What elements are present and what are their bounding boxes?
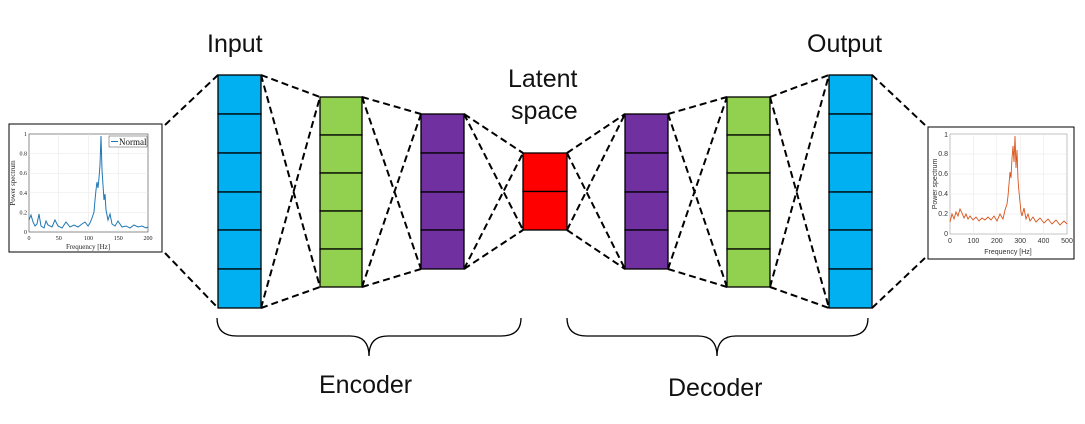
output-xtick: 0 (948, 238, 952, 245)
input-xtick: 0 (28, 236, 31, 242)
decoder-brace (566, 317, 869, 357)
input-ytick: 0.8 (20, 152, 28, 158)
output-ytick: 1 (944, 132, 948, 139)
latent-space-label-line1: Latent (508, 65, 578, 93)
output-label: Output (807, 30, 883, 58)
input-label: Input (207, 30, 263, 58)
input-ytick: 0.4 (20, 191, 28, 197)
encoder-brace (216, 317, 522, 357)
input-spectrum-plot: Normal 0 50 100 150 200 0 0.2 0.4 0.6 0.… (8, 123, 163, 253)
output-xtick: 100 (968, 238, 980, 245)
input-ytick: 1 (24, 132, 27, 138)
encoder-label: Encoder (319, 371, 413, 399)
input-spectrum-line (28, 135, 149, 229)
output-ylabel: Power spectrum (932, 159, 939, 210)
output-spectrum-plot: 0 100 200 300 400 500 0 0.2 0.4 0.6 0.8 … (927, 126, 1075, 260)
encoder-hidden-layer-1 (319, 96, 363, 288)
output-layer (828, 74, 873, 309)
output-xtick: 200 (991, 238, 1003, 245)
input-legend-label: Normal (119, 137, 147, 147)
output-xtick: 400 (1038, 238, 1050, 245)
decoder-label: Decoder (668, 374, 763, 402)
output-spectrum-line (949, 135, 1068, 226)
input-xtick: 150 (114, 236, 123, 242)
output-ytick: 0.4 (938, 191, 948, 198)
input-ytick: 0.2 (20, 210, 28, 216)
output-xtick: 500 (1061, 238, 1073, 245)
output-ytick: 0.2 (938, 211, 948, 218)
decoder-hidden-layer-1 (624, 113, 669, 270)
latent-space-label-line2: space (511, 97, 578, 125)
input-layer (217, 74, 262, 309)
input-ylabel: Power spectrum (9, 160, 17, 206)
output-ytick: 0 (944, 231, 948, 238)
encoder-hidden-layer-2 (420, 113, 465, 270)
output-xlabel: Frequency [Hz] (984, 249, 1032, 256)
input-xlabel: Frequency [Hz] (66, 243, 110, 251)
decoder-hidden-layer-2 (726, 96, 771, 288)
output-ytick: 0.8 (938, 151, 948, 158)
input-xtick: 100 (84, 236, 93, 242)
input-legend-box (108, 135, 148, 148)
output-ytick: 0.6 (938, 171, 948, 178)
input-xtick: 200 (144, 236, 153, 242)
input-ytick: 0.6 (20, 171, 28, 177)
input-ytick: 0 (24, 230, 27, 236)
latent-layer (522, 152, 568, 231)
input-xtick: 50 (56, 236, 62, 242)
connector-lines (164, 74, 926, 309)
output-xtick: 300 (1014, 238, 1026, 245)
